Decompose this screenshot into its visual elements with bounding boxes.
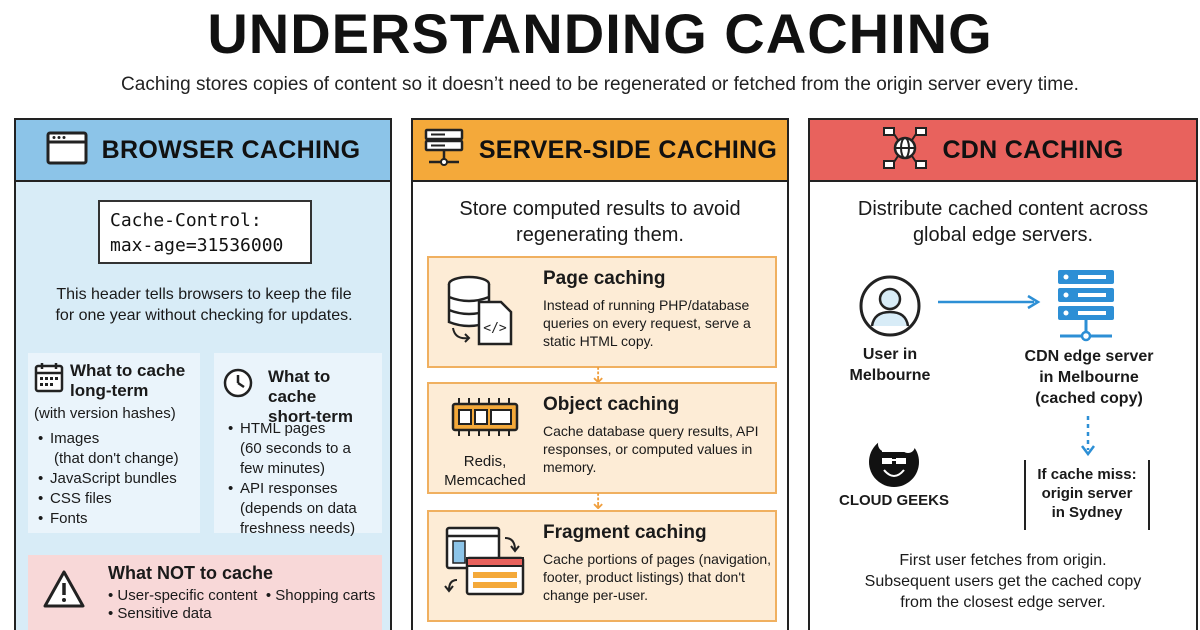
object-caching-desc: Cache database query results, API respon… [543,423,759,475]
cdn-caching-title: CDN CACHING [942,135,1124,164]
list-item: HTML pages [228,419,357,439]
server-rack-icon [423,128,465,173]
cloud-geeks-logo-icon [864,431,924,493]
not-cache-items: • User-specific content • Shopping carts… [108,587,376,622]
what-not-to-cache-box: What NOT to cache • User-specific conten… [28,555,382,630]
cdn-caching-header: CDN CACHING [810,120,1196,182]
list-item: API responses [228,479,357,499]
list-item: Images [38,429,179,449]
cloud-geeks-logo-text: CLOUD GEEKS [838,492,949,509]
header-explanation: This header tells browsers to keep the f… [55,286,353,324]
browser-window-icon [46,131,88,170]
list-item: freshness needs) [240,520,356,537]
browser-caching-panel: BROWSER CACHING Cache-Control: max-age=3… [14,118,392,630]
list-item: (depends on data [240,500,357,517]
cdn-footer-text: First user fetches from origin. Subseque… [864,552,1142,611]
cache-short-term-box: What to cache short-term HTML pages (60 … [214,353,382,537]
cdn-server-icon [1054,268,1118,353]
calendar-icon [34,361,64,398]
globe-network-icon [882,126,928,175]
page-caching-card: </> Page caching Instead of running PHP/… [427,256,777,368]
edge-server-label: CDN edge server in Melbourne (cached cop… [1024,348,1154,407]
page-caching-desc: Instead of running PHP/database queries … [543,297,751,349]
cache-control-code: Cache-Control: max-age=31536000 [98,200,312,264]
server-caching-header: SERVER-SIDE CACHING [413,120,787,182]
long-term-list: Images (that don't change) JavaScript bu… [38,429,179,529]
cdn-intro: Distribute cached content across global … [857,198,1149,246]
user-label: User in Melbourne [849,346,931,384]
server-caching-title: SERVER-SIDE CACHING [478,135,778,164]
server-side-caching-panel: SERVER-SIDE CACHING Store computed resul… [411,118,789,630]
browser-caching-header: BROWSER CACHING [16,120,390,182]
warning-icon [42,569,86,614]
page-fragment-icon [443,524,527,609]
object-caching-title: Object caching [543,394,680,415]
memory-chip-icon [449,396,521,447]
object-caching-card: Redis, Memcached Object caching Cache da… [427,382,777,494]
down-arrow: ⇣ [589,489,608,514]
code-line: max-age=31536000 [110,235,284,256]
fragment-caching-title: Fragment caching [543,522,707,543]
list-item: (60 seconds to a [240,440,351,457]
object-caching-caption: Redis, Memcached [444,453,526,489]
page-title: UNDERSTANDING CACHING [207,2,993,65]
list-item: CSS files [38,489,179,509]
short-term-list: HTML pages (60 seconds to a few minutes)… [228,419,357,539]
fragment-caching-desc: Cache portions of pages (navigation, foo… [543,551,772,603]
page-caching-title: Page caching [543,268,666,289]
long-term-note: (with version hashes) [34,405,176,422]
clock-icon [222,367,254,404]
database-code-icon: </> [443,272,523,357]
browser-caching-title: BROWSER CACHING [101,135,361,164]
down-arrow: ⇣ [589,363,608,388]
server-intro: Store computed results to avoid regenera… [459,198,741,246]
list-item: JavaScript bundles [38,469,179,489]
list-item: few minutes) [240,460,326,477]
svg-text:</>: </> [483,321,507,336]
cache-long-term-box: What to cache long-term (with version ha… [28,353,200,533]
page-subtitle: Caching stores copies of content so it d… [121,74,1079,95]
arrow-to-origin [1080,414,1096,463]
short-term-title: What to cache short-term [268,367,354,426]
cache-miss-box: If cache miss: origin server in Sydney [1024,460,1150,530]
list-item: Fonts [38,509,179,529]
long-term-title: What to cache long-term [70,361,186,400]
cdn-caching-panel: CDN CACHING Distribute cached content ac… [808,118,1198,630]
list-item: (that don't change) [54,450,179,467]
not-cache-title: What NOT to cache [108,563,274,583]
user-icon [858,274,922,343]
fragment-caching-card: Fragment caching Cache portions of pages… [427,510,777,622]
arrow-to-edge [936,292,1044,317]
code-line: Cache-Control: [110,210,262,231]
